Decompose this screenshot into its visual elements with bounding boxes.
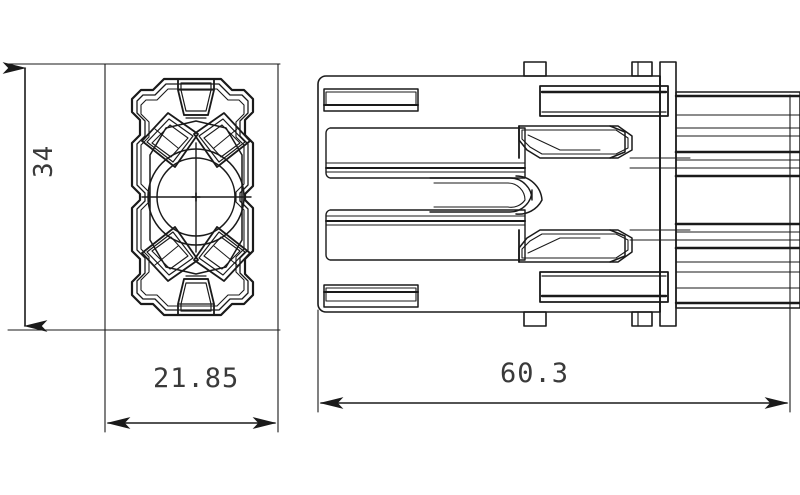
side-locking-tab-top-left	[523, 61, 547, 77]
side-locking-tab-bottom-left	[523, 311, 547, 327]
side-view-geometry	[317, 61, 800, 327]
front-key-tab-top	[177, 78, 215, 119]
side-rail-bottom-left	[323, 284, 419, 308]
side-rail-top-left	[323, 88, 419, 112]
side-locking-tab-bottom-right	[631, 311, 653, 327]
side-spring-contact-upper	[518, 125, 633, 159]
front-view-extension-lines	[7, 63, 281, 433]
side-terminal-block-upper	[539, 85, 669, 117]
side-inner-channel-upper	[325, 127, 526, 179]
side-cable-boot	[674, 91, 800, 309]
front-key-tab-bottom	[177, 275, 215, 316]
front-center-crosshair	[141, 142, 252, 253]
side-spring-contact-lower	[518, 229, 633, 263]
side-inner-channel-lower	[325, 209, 526, 261]
dimension-label-length: 60.3	[500, 358, 570, 389]
side-guide-lines	[629, 157, 691, 241]
side-center-web	[429, 175, 543, 215]
dimension-label-height: 34	[29, 144, 59, 178]
front-contact-slot-lower-right	[193, 226, 251, 282]
dimension-label-width: 21.85	[153, 363, 240, 394]
side-rear-flange	[659, 61, 677, 327]
front-contact-slot-lower-left	[141, 226, 199, 282]
side-terminal-block-lower	[539, 271, 669, 303]
side-view-extension-lines	[317, 94, 791, 413]
front-view-geometry	[130, 77, 255, 317]
front-central-frame	[149, 120, 243, 275]
front-contact-slot-upper-right	[193, 112, 251, 168]
side-locking-tab-top-right	[631, 61, 653, 77]
front-outer-shell	[130, 77, 255, 317]
front-contact-slot-upper-left	[141, 112, 199, 168]
